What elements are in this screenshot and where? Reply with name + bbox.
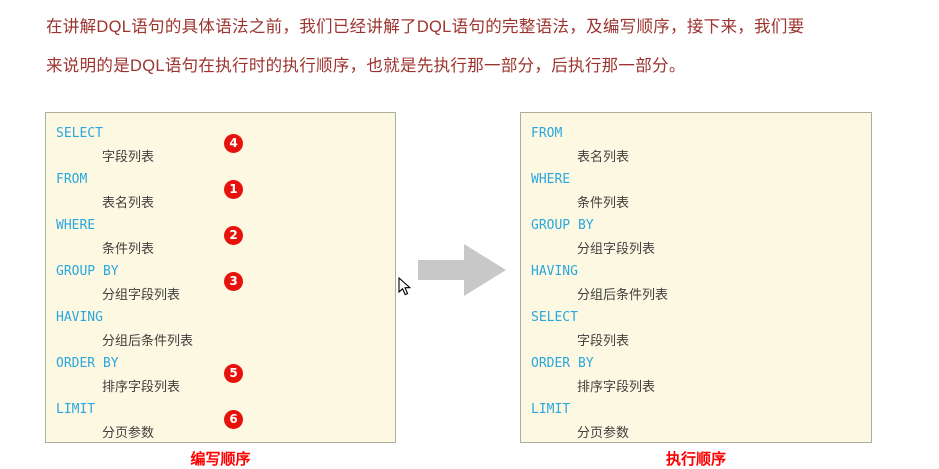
order-badge: 5 — [224, 364, 243, 383]
sql-keyword: SELECT — [56, 126, 103, 141]
sql-keyword: HAVING — [56, 310, 103, 325]
sql-detail: 分页参数 — [577, 425, 630, 440]
writing-order-caption: 编写顺序 — [190, 451, 251, 468]
execution-order-caption: 执行顺序 — [665, 451, 726, 468]
intro-line-1: 在讲解DQL语句的具体语法之前，我们已经讲解了DQL语句的完整语法，及编写顺序，… — [46, 18, 805, 36]
sql-detail-line: 条件列表 2 — [56, 226, 395, 260]
sql-detail: 字段列表 — [577, 333, 630, 348]
sql-detail: 分组后条件列表 — [577, 287, 669, 302]
sql-detail-line: 字段列表 — [531, 329, 871, 352]
sql-detail-line: 表名列表 1 — [56, 180, 395, 214]
order-badge: 3 — [224, 272, 243, 291]
sql-keyword: FROM — [531, 126, 563, 141]
sql-detail-line: 分组后条件列表 — [531, 283, 871, 306]
clause-row-having: HAVING 分组后条件列表 — [531, 260, 871, 306]
clause-row-from: FROM 表名列表 1 — [56, 168, 395, 214]
execution-order-box: FROM 表名列表 WHERE 条件列表 GROUP BY 分组字段列表 HAV… — [520, 112, 872, 443]
sql-detail-line: 分组后条件列表 — [56, 329, 395, 352]
clause-row-limit: LIMIT 分页参数 6 — [56, 398, 395, 444]
sql-detail: 分组字段列表 — [577, 241, 656, 256]
sql-keyword: HAVING — [531, 264, 578, 279]
sql-detail: 字段列表 — [102, 149, 155, 164]
sql-detail-line: 分页参数 — [531, 421, 871, 444]
clause-row-from: FROM 表名列表 — [531, 122, 871, 168]
order-badge: 4 — [224, 134, 243, 153]
sql-keyword: ORDER BY — [531, 356, 594, 371]
clause-row-orderby: ORDER BY 排序字段列表 — [531, 352, 871, 398]
sql-detail-line: 条件列表 — [531, 191, 871, 214]
clause-row-where: WHERE 条件列表 2 — [56, 214, 395, 260]
sql-keyword: WHERE — [56, 218, 96, 233]
sql-detail-line: 分组字段列表 3 — [56, 272, 395, 306]
order-badge: 6 — [224, 410, 243, 429]
clause-row-groupby: GROUP BY 分组字段列表 — [531, 214, 871, 260]
clause-row-groupby: GROUP BY 分组字段列表 3 — [56, 260, 395, 306]
mouse-cursor-icon — [398, 276, 412, 297]
sql-keyword: SELECT — [531, 310, 578, 325]
sql-detail-line: 分组字段列表 — [531, 237, 871, 260]
sql-detail: 排序字段列表 — [102, 379, 181, 394]
sql-detail-line: 表名列表 — [531, 145, 871, 168]
sql-detail-line: 字段列表 4 — [56, 134, 395, 168]
sql-keyword: GROUP BY — [531, 218, 594, 233]
sql-detail-line: 排序字段列表 — [531, 375, 871, 398]
sql-keyword: WHERE — [531, 172, 571, 187]
sql-detail: 分页参数 — [102, 425, 155, 440]
sql-detail: 表名列表 — [577, 149, 630, 164]
sql-detail: 分组后条件列表 — [102, 333, 194, 348]
clause-row-select: SELECT 字段列表 4 — [56, 122, 395, 168]
clause-row-where: WHERE 条件列表 — [531, 168, 871, 214]
sql-keyword: FROM — [56, 172, 88, 187]
clause-row-limit: LIMIT 分页参数 — [531, 398, 871, 444]
sql-detail-line: 排序字段列表 5 — [56, 364, 395, 398]
intro-text: 在讲解DQL语句的具体语法之前，我们已经讲解了DQL语句的完整语法，及编写顺序，… — [46, 8, 921, 86]
flow-arrow-icon — [418, 243, 508, 299]
order-badge: 1 — [224, 180, 243, 199]
clause-row-orderby: ORDER BY 排序字段列表 5 — [56, 352, 395, 398]
sql-detail: 条件列表 — [102, 241, 155, 256]
sql-detail: 条件列表 — [577, 195, 630, 210]
sql-detail: 排序字段列表 — [577, 379, 656, 394]
sql-detail: 分组字段列表 — [102, 287, 181, 302]
order-badge: 2 — [224, 226, 243, 245]
intro-line-2: 来说明的是DQL语句在执行时的执行顺序，也就是先执行那一部分，后执行那一部分。 — [46, 57, 686, 75]
sql-keyword: LIMIT — [531, 402, 571, 417]
sql-keyword: GROUP BY — [56, 264, 119, 279]
sql-keyword: ORDER BY — [56, 356, 119, 371]
sql-detail-line: 分页参数 6 — [56, 410, 395, 444]
clause-row-select: SELECT 字段列表 — [531, 306, 871, 352]
clause-row-having: HAVING 分组后条件列表 — [56, 306, 395, 352]
writing-order-box: SELECT 字段列表 4 FROM 表名列表 1 WHERE 条件列表 2 G… — [45, 112, 396, 443]
sql-detail: 表名列表 — [102, 195, 155, 210]
sql-keyword: LIMIT — [56, 402, 96, 417]
